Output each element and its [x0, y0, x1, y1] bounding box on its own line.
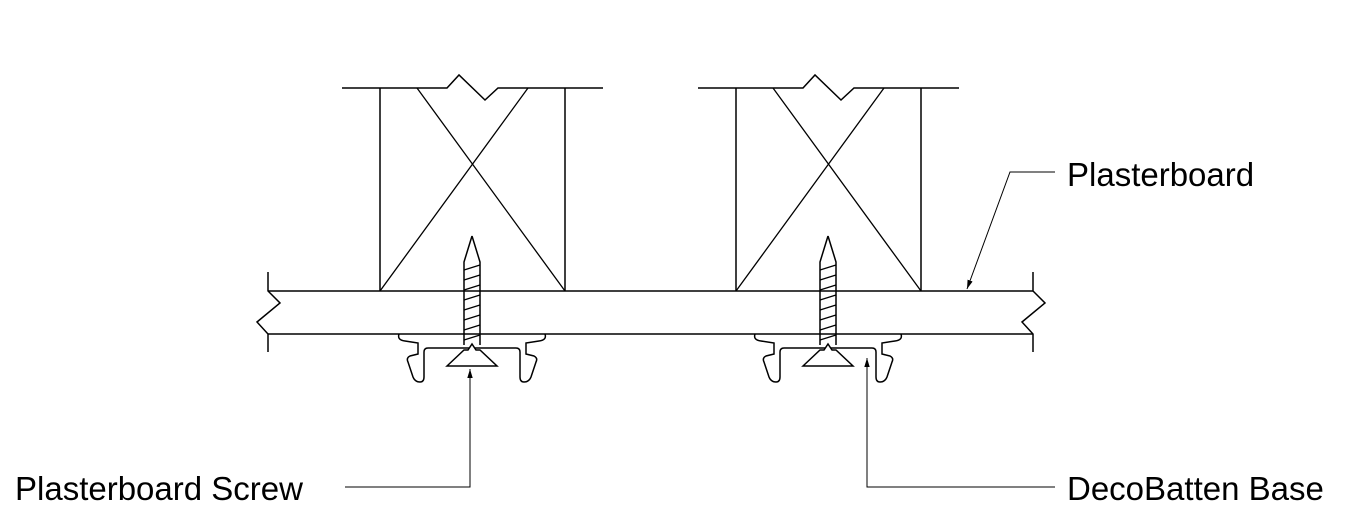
plasterboard-label: Plasterboard [1067, 156, 1255, 193]
plasterboard [255, 272, 1047, 352]
decobatten-base-label: DecoBatten Base [1067, 470, 1324, 507]
plasterboard-leader [966, 171, 1055, 290]
screw-left [446, 235, 498, 367]
screw-leader [345, 369, 473, 488]
base-leader [864, 358, 1055, 488]
stud-left [341, 74, 604, 292]
stud-right [697, 74, 960, 292]
screw-right [802, 235, 854, 367]
plasterboard-screw-label: Plasterboard Screw [15, 470, 303, 507]
